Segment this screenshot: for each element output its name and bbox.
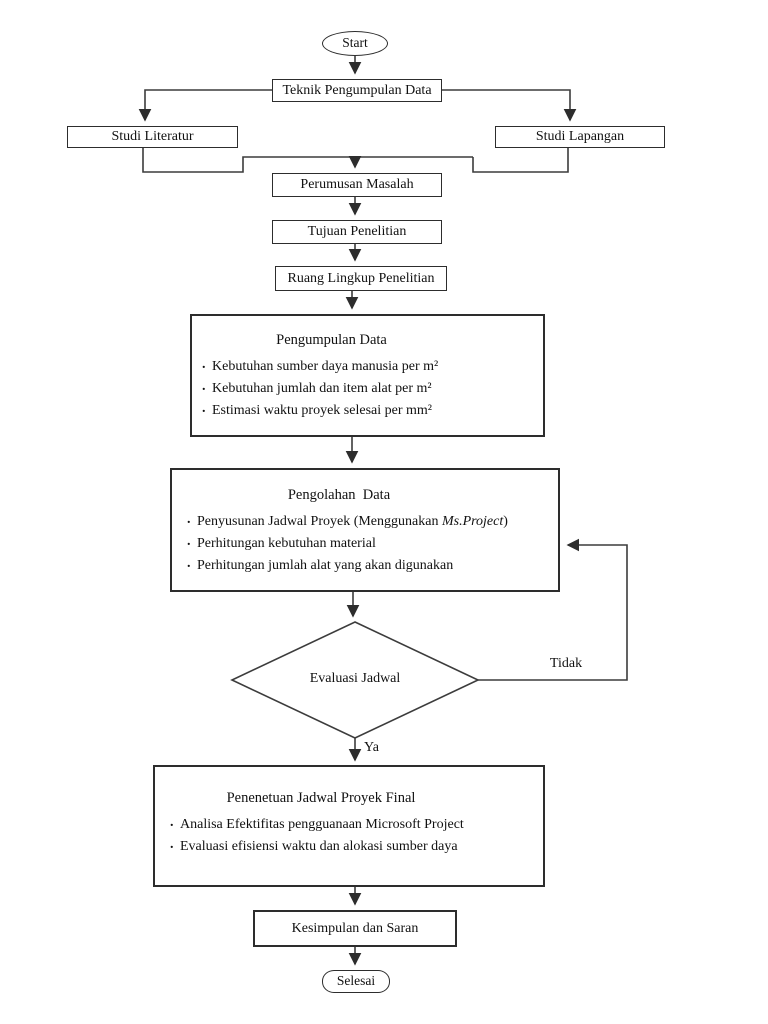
arrow-teknik-to-literatur [138, 89, 272, 122]
process-pengumpulan-data: Pengumpulan Data . Kebutuhan sumber daya… [190, 314, 545, 437]
list-item: . Perhitungan jumlah alat yang akan digu… [187, 555, 558, 577]
ruang-lingkup-label: Ruang Lingkup Penelitian [287, 270, 435, 286]
pengumpulan-item-1: Kebutuhan sumber daya manusia per m² [212, 359, 439, 374]
process-studi-lapangan: Studi Lapangan [495, 126, 665, 148]
process-teknik-pengumpulan-data: Teknik Pengumpulan Data [272, 79, 442, 102]
pengolahan-bullet-list: . Penyusunan Jadwal Proyek (Menggunakan … [187, 511, 558, 577]
pengolahan-title: Pengolahan Data [287, 487, 391, 503]
decision-evaluasi-jadwal: Evaluasi Jadwal [275, 671, 435, 687]
tujuan-label: Tujuan Penelitian [307, 224, 407, 240]
bullet-dot: . [170, 815, 174, 830]
bullet-dot: . [187, 512, 191, 527]
bullet-dot: . [202, 379, 206, 394]
process-pengolahan-data: Pengolahan Data . Penyusunan Jadwal Proy… [170, 468, 560, 592]
pengolahan-item-1-italic: Ms.Project [441, 514, 504, 529]
pengolahan-item-1-post: ) [503, 514, 508, 529]
pengolahan-item-3: Perhitungan jumlah alat yang akan diguna… [197, 558, 454, 573]
list-item: . Kebutuhan jumlah dan item alat per m² [202, 378, 543, 400]
penentuan-item-1: Analisa Efektifitas pengguanaan Microsof… [180, 817, 464, 832]
feedback-loop-tidak [478, 538, 628, 681]
evaluasi-label: Evaluasi Jadwal [309, 671, 401, 686]
studi-literatur-label: Studi Literatur [111, 129, 194, 145]
merge-line-literatur [142, 148, 473, 173]
decision-yes-label: Ya [364, 740, 379, 755]
list-item: . Estimasi waktu proyek selesai per mm² [202, 400, 543, 422]
perumusan-label: Perumusan Masalah [300, 177, 414, 193]
process-penentuan-jadwal-final: Penenetuan Jadwal Proyek Final . Analisa… [153, 765, 545, 887]
pengolahan-item-1: Penyusunan Jadwal Proyek (Menggunakan Ms… [197, 511, 508, 533]
pengolahan-item-1-pre: Penyusunan Jadwal Proyek (Menggunakan [197, 514, 442, 529]
penentuan-title: Penenetuan Jadwal Proyek Final [226, 790, 416, 806]
kesimpulan-label: Kesimpulan dan Saran [291, 920, 419, 936]
pengolahan-item-2: Perhitungan kebutuhan material [197, 536, 376, 551]
pengumpulan-bullet-list: . Kebutuhan sumber daya manusia per m² .… [202, 356, 543, 422]
pengumpulan-item-2: Kebutuhan jumlah dan item alat per m² [212, 381, 432, 396]
start-label: Start [342, 35, 368, 51]
pengumpulan-item-3: Estimasi waktu proyek selesai per mm² [212, 403, 432, 418]
bullet-dot: . [202, 357, 206, 372]
list-item: . Penyusunan Jadwal Proyek (Menggunakan … [187, 511, 558, 533]
end-terminator: Selesai [322, 970, 390, 993]
decision-no-label: Tidak [549, 656, 583, 671]
bullet-dot: . [187, 556, 191, 571]
process-ruang-lingkup-penelitian: Ruang Lingkup Penelitian [275, 266, 447, 291]
process-kesimpulan-dan-saran: Kesimpulan dan Saran [253, 910, 457, 947]
teknik-label: Teknik Pengumpulan Data [282, 82, 432, 98]
penentuan-bullet-list: . Analisa Efektifitas pengguanaan Micros… [170, 814, 543, 858]
process-tujuan-penelitian: Tujuan Penelitian [272, 220, 442, 244]
bullet-dot: . [187, 534, 191, 549]
arrow-teknik-to-lapangan [442, 89, 577, 122]
process-studi-literatur: Studi Literatur [67, 126, 238, 148]
bullet-dot: . [170, 837, 174, 852]
pengumpulan-title: Pengumpulan Data [276, 332, 387, 348]
studi-lapangan-label: Studi Lapangan [535, 129, 625, 145]
penentuan-item-2: Evaluasi efisiensi waktu dan alokasi sum… [180, 839, 458, 854]
list-item: . Perhitungan kebutuhan material [187, 533, 558, 555]
merge-line-lapangan [472, 148, 569, 173]
selesai-label: Selesai [336, 973, 376, 989]
bullet-dot: . [202, 401, 206, 416]
start-terminator: Start [322, 31, 388, 56]
process-perumusan-masalah: Perumusan Masalah [272, 173, 442, 197]
list-item: . Evaluasi efisiensi waktu dan alokasi s… [170, 836, 543, 858]
list-item: . Kebutuhan sumber daya manusia per m² [202, 356, 543, 378]
list-item: . Analisa Efektifitas pengguanaan Micros… [170, 814, 543, 836]
